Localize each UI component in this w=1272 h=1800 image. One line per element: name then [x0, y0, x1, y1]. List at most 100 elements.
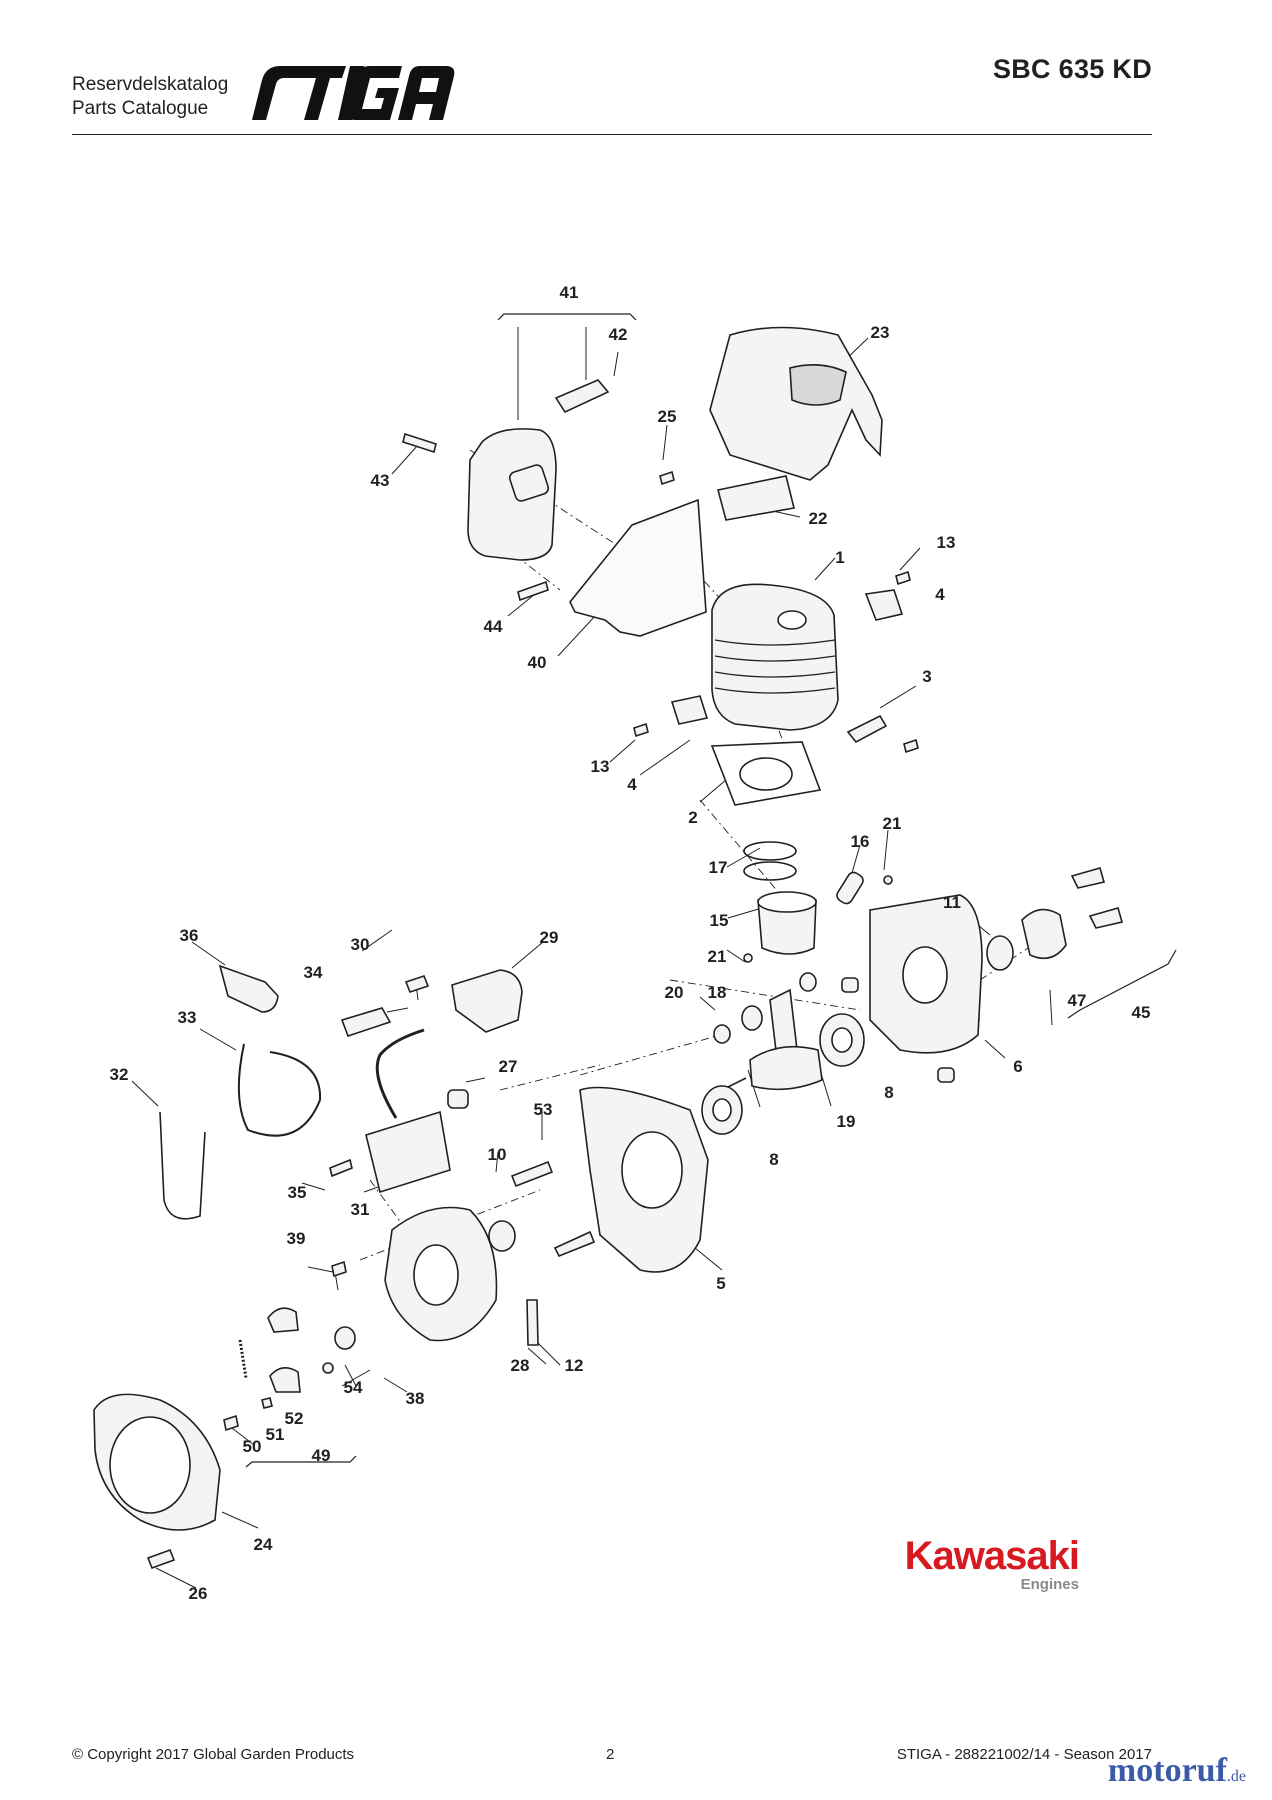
part-number: 21: [708, 947, 727, 966]
bracket-41: [497, 313, 637, 321]
part-number: 21: [883, 814, 902, 833]
part-number: 33: [178, 1008, 197, 1027]
part-number: 26: [189, 1584, 208, 1603]
part-number: 16: [851, 832, 870, 851]
part-number: 23: [871, 323, 890, 342]
muffler-41: [467, 428, 557, 561]
bolt-53: [510, 1160, 554, 1188]
part-number: 47: [1068, 991, 1087, 1010]
crank-shaft-end: [725, 1077, 747, 1089]
part-number: 53: [534, 1100, 553, 1119]
watermark-text: motoruf: [1107, 1752, 1227, 1789]
dowel-a: [841, 977, 859, 993]
catalog-title: Reservdelskatalog Parts Catalogue: [72, 73, 228, 121]
part-number: 51: [266, 1425, 285, 1444]
spark-plug-port: [777, 610, 807, 630]
screw-50: [223, 1414, 239, 1432]
part-number: 12: [565, 1356, 584, 1375]
part-number: 44: [484, 617, 503, 636]
part-number: 20: [665, 983, 684, 1002]
bolt-44: [517, 580, 549, 602]
part-number: 31: [351, 1200, 370, 1219]
pawl-52: [269, 1367, 301, 1393]
header-divider: [72, 134, 1152, 135]
screw-26: [146, 1548, 176, 1570]
terminal-30: [404, 975, 430, 993]
stop-cable-33: [237, 1043, 322, 1137]
piston-ring-a: [743, 841, 797, 861]
part-number: 3: [922, 667, 931, 686]
muffler-bracket-42: [554, 379, 610, 414]
muffler-outlet: [508, 464, 550, 502]
screw-25: [659, 470, 675, 486]
circlip-21a: [883, 875, 893, 885]
part-number: 50: [243, 1437, 262, 1456]
lever-3: [846, 714, 888, 744]
part-number: 40: [528, 653, 547, 672]
document-reference: STIGA - 288221002/14 - Season 2017: [896, 1746, 1152, 1763]
part-number: 17: [709, 858, 728, 877]
part-number: 13: [591, 757, 610, 776]
circlip-21b: [743, 953, 753, 963]
part-number: 4: [627, 775, 637, 794]
part-number: 11: [943, 893, 961, 912]
watermark-suffix: .de: [1226, 1768, 1246, 1785]
part-number: 49: [312, 1446, 331, 1465]
stiga-logo: [252, 66, 455, 120]
piston-ring-b: [743, 861, 797, 881]
clutch-shoe-b: [1088, 907, 1124, 929]
ground-wire-32: [159, 1111, 206, 1220]
hv-lead: [375, 1028, 425, 1119]
part-number: 13: [937, 533, 956, 552]
plug-cap-29: [451, 969, 523, 1033]
part-number: 10: [488, 1145, 507, 1164]
part-number: 30: [351, 935, 370, 954]
part-number: 38: [406, 1389, 425, 1408]
part-number: 8: [884, 1083, 893, 1102]
leader-lines: [131, 327, 1053, 1589]
nut-38: [334, 1326, 356, 1350]
part-number: 42: [609, 325, 628, 344]
part-number: 32: [110, 1065, 129, 1084]
part-number: 35: [288, 1183, 307, 1202]
cylinder-1: [711, 583, 839, 731]
washer-20: [713, 1024, 731, 1044]
screw-3b: [903, 738, 919, 754]
part-number: 6: [1013, 1057, 1022, 1076]
cover-4a: [864, 589, 904, 621]
kawasaki-logo: Kawasaki Engines: [874, 1534, 1080, 1593]
part-number: 29: [540, 928, 559, 947]
bolt-12: [526, 1299, 539, 1346]
part-number: 39: [287, 1229, 306, 1248]
part-number: 2: [688, 808, 697, 827]
needle-bearing-18: [741, 1005, 763, 1031]
watermark: motoruf.de: [1108, 1752, 1246, 1790]
part-number: 52: [285, 1409, 304, 1428]
part-number: 28: [511, 1356, 530, 1375]
pin-small: [261, 1397, 273, 1409]
part-number: 27: [499, 1057, 518, 1076]
pad-22: [717, 475, 795, 521]
screw-35: [329, 1158, 353, 1178]
catalog-title-swedish: Reservdelskatalog: [72, 74, 229, 95]
engine-cover-vent: [789, 364, 847, 406]
grommet-27: [447, 1089, 469, 1109]
part-number: 41: [560, 283, 579, 302]
washer-54: [322, 1362, 334, 1374]
part-number: 43: [371, 471, 390, 490]
clutch-45: [1021, 908, 1067, 960]
part-number: 45: [1132, 1003, 1151, 1022]
part-number: 34: [304, 963, 323, 982]
bolt-43: [402, 432, 437, 454]
spark-plug-34: [340, 1007, 392, 1038]
bracket-45: [1067, 949, 1177, 1019]
kawasaki-name: Kawasaki: [904, 1534, 1080, 1578]
copyright: © Copyright 2017 Global Garden Products: [72, 1746, 355, 1763]
part-number: 24: [254, 1535, 273, 1554]
part-number: 15: [710, 911, 729, 930]
engine-cover-23: [709, 326, 883, 481]
bolt-crankcase: [553, 1230, 596, 1258]
part-number: 25: [658, 407, 677, 426]
part-number: 22: [809, 509, 828, 528]
